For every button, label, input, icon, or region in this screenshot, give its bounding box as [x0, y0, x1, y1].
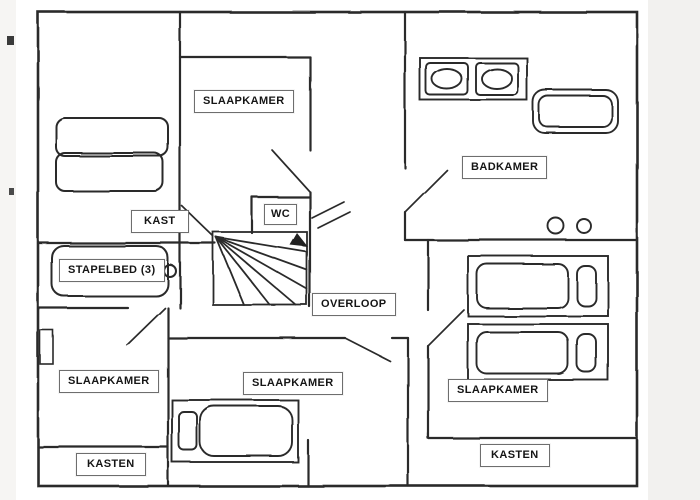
bed-knob [163, 264, 177, 278]
window-marks [39, 329, 54, 365]
room-label-badkamer: BADKAMER [462, 156, 548, 179]
stair-tread [215, 236, 245, 306]
stair-tread [215, 236, 308, 253]
bed-icon [51, 245, 169, 297]
bathtub-icon [532, 89, 619, 134]
door-swing-line [404, 169, 448, 213]
sink-icon [425, 62, 469, 96]
door-swing-line [311, 201, 345, 219]
scan-edge-left [0, 0, 16, 500]
room-label-kast: KAST [131, 210, 189, 233]
room-label-slaapkamer-left: SLAAPKAMER [59, 370, 159, 393]
sink-basin [481, 68, 513, 90]
stair-tread [215, 236, 271, 306]
door-swing-line [427, 309, 465, 347]
bed-icons-top-left [55, 117, 169, 192]
bed-frame [467, 255, 609, 317]
stair-tread [215, 236, 308, 271]
mattress [476, 263, 569, 309]
sink-icon [475, 62, 519, 96]
room-label-overloop: OVERLOOP [312, 293, 396, 316]
door-swing-line [317, 211, 351, 229]
bed-bottom-center [171, 399, 299, 463]
room-label-kasten-left: KASTEN [76, 453, 146, 476]
pillow [178, 411, 198, 451]
sketch [36, 10, 639, 488]
scan-speck [7, 36, 14, 45]
stair-tread [215, 236, 308, 290]
outer-walls [36, 10, 639, 488]
fixture-circle [547, 217, 565, 235]
outer-wall [36, 10, 639, 488]
room-label-slaapkamer-right: SLAAPKAMER [448, 379, 548, 402]
bed-icon [55, 117, 169, 157]
interior-walls [36, 10, 639, 488]
pillow [576, 265, 597, 307]
stairs-direction-arrow [290, 233, 308, 247]
bathroom-fixtures [419, 57, 619, 235]
stairs-outline [212, 231, 308, 306]
door-swings [126, 149, 465, 362]
door-swing-line [344, 337, 391, 362]
room-label-kasten-right: KASTEN [480, 444, 550, 467]
door-swing-line [126, 307, 166, 346]
fixture-circle [576, 218, 592, 234]
stair-tread [215, 236, 297, 306]
bed-frame [171, 399, 299, 463]
room-label-stapelbed: STAPELBED (3) [59, 259, 165, 282]
bed-icon [55, 152, 164, 192]
scan-edge-right [648, 0, 700, 500]
window-mark [39, 329, 54, 365]
sink-counter [419, 57, 528, 101]
scan-speck [9, 188, 14, 195]
scan-artifacts [7, 36, 14, 195]
bunk-beds-right [467, 255, 609, 381]
mattress [199, 405, 293, 457]
room-label-slaapkamer-top: SLAAPKAMER [194, 90, 294, 113]
bathtub-inner [538, 95, 613, 128]
room-label-wc: WC [264, 204, 298, 225]
stairs [212, 231, 308, 306]
door-swing-line [271, 149, 311, 193]
room-label-slaapkamer-center: SLAAPKAMER [243, 372, 343, 395]
mattress [476, 331, 569, 375]
sink-basin [431, 68, 463, 90]
pillow [576, 333, 597, 373]
